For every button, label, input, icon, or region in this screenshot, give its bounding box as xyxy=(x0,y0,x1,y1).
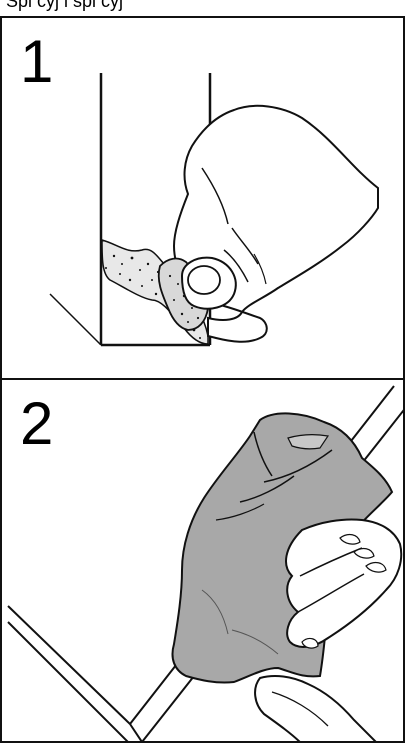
counter-edge-inner xyxy=(8,622,128,742)
counter-corner-line xyxy=(130,724,142,742)
header-caption: Spi cyj i spi cyj xyxy=(6,0,123,11)
step-1-panel: 1 xyxy=(0,16,405,380)
hand-lower xyxy=(255,676,378,743)
step-1-illustration xyxy=(2,18,405,380)
thumbnail xyxy=(188,266,220,294)
step-2-panel: 2 xyxy=(0,378,405,743)
step-2-illustration xyxy=(2,380,405,743)
counter-edge-outer xyxy=(8,606,130,724)
floor-diagonal-line xyxy=(50,294,101,345)
